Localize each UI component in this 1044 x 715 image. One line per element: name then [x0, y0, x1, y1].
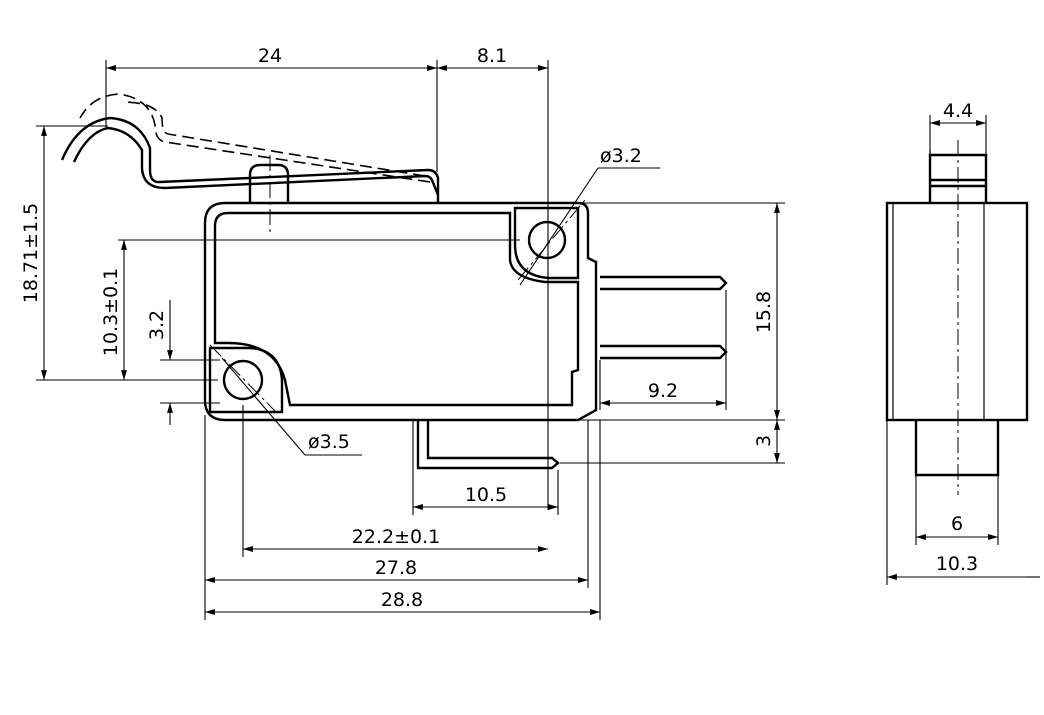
dim-terminal-length: 9.2: [648, 380, 678, 402]
terminal-upper: [600, 275, 728, 291]
dim-mount-hole-bottom: ø3.5: [308, 431, 350, 453]
dim-hole-offset: 3.2: [146, 310, 168, 340]
dim-side-top: 4.4: [943, 100, 973, 122]
front-dimensions: [36, 60, 785, 620]
top-right-boss: [513, 206, 580, 280]
bottom-left-boss: [208, 346, 284, 414]
dim-body-height: 15.8: [753, 291, 775, 333]
lever-dashed: [79, 93, 431, 183]
lever-solid: [60, 116, 440, 203]
dim-mount-hole-top: ø3.2: [600, 145, 642, 167]
dim-terminal-gap: 3: [753, 435, 775, 447]
side-dimensions: [886, 115, 1040, 585]
terminal-middle: [600, 344, 728, 360]
side-view: [885, 140, 1029, 495]
dim-overall-length: 28.8: [381, 589, 423, 611]
dim-side-plunger: 6: [951, 513, 963, 535]
switch-body-outer: [203, 201, 598, 422]
dim-body-length: 27.8: [375, 557, 417, 579]
dim-hole-height: 10.3±0.1: [100, 268, 122, 356]
dim-top-offset: 8.1: [477, 45, 507, 67]
plunger: [248, 163, 290, 203]
dim-actuator-height: 18.71±1.5: [20, 203, 42, 304]
dim-side-width: 10.3: [936, 553, 978, 575]
side-body: [885, 201, 1029, 422]
dim-bottom-terminal: 10.5: [465, 484, 507, 506]
switch-body-inner: [213, 211, 580, 407]
side-terminal-block: [914, 420, 1000, 477]
front-view: [60, 93, 728, 470]
top-mount-hole: [527, 220, 567, 260]
dim-hole-spacing: 22.2±0.1: [352, 526, 440, 548]
bottom-mount-hole: [222, 359, 264, 401]
dim-top-width: 24: [258, 45, 282, 67]
terminal-bottom: [416, 420, 560, 470]
